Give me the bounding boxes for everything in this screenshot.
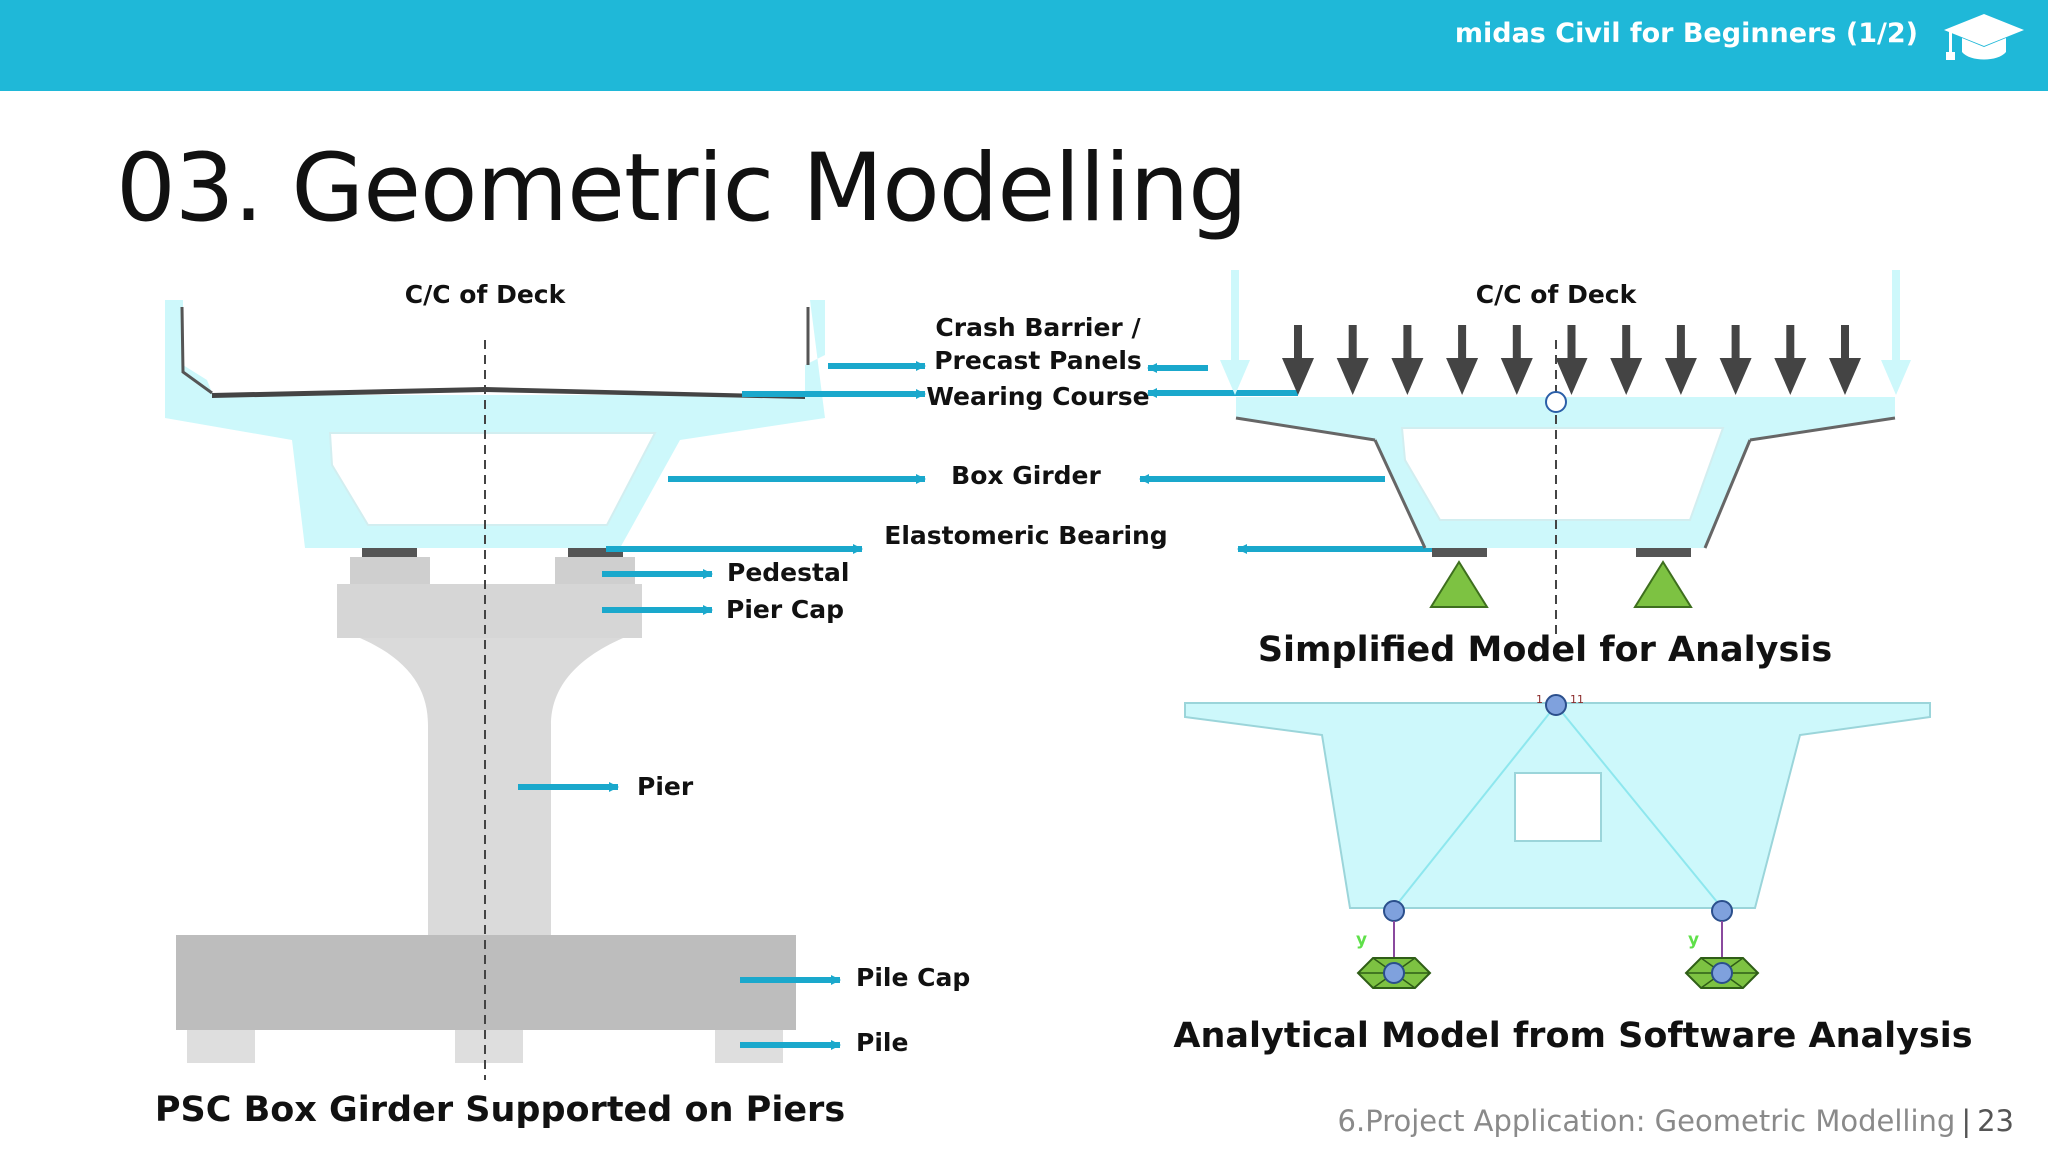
footer: 6.Project Application: Geometric Modelli… xyxy=(1338,1104,2014,1138)
crash-barrier-label: Crash Barrier / xyxy=(935,313,1141,342)
load-arrow xyxy=(1391,325,1424,395)
analytical-supports: y y xyxy=(1356,900,1760,989)
pier-cap xyxy=(337,584,642,638)
load-arrow xyxy=(1336,325,1369,395)
caption-simplified: Simplified Model for Analysis xyxy=(1257,630,1833,670)
pile-cap xyxy=(176,935,796,1030)
svg-text:11: 11 xyxy=(1570,693,1584,706)
load-arrow xyxy=(1774,325,1807,395)
analytical-section: 1 11 xyxy=(1184,693,1931,909)
pier-cap-label: Pier Cap xyxy=(726,595,844,624)
edge-load-arrows xyxy=(1220,270,1911,395)
elastomeric-bearing-left xyxy=(362,548,623,557)
header-title: midas Civil for Beginners (1/2) xyxy=(1454,18,1918,49)
pedestal xyxy=(350,557,635,584)
caption-analytical: Analytical Model from Software Analysis xyxy=(1173,1016,1973,1056)
elastomeric-bearing-label: Elastomeric Bearing xyxy=(884,521,1168,550)
header-bar: midas Civil for Beginners (1/2) xyxy=(0,0,2048,91)
load-arrow xyxy=(1610,325,1643,395)
page-number: 23 xyxy=(1977,1104,2014,1138)
load-arrow xyxy=(1664,325,1697,395)
load-arrow xyxy=(1500,325,1533,395)
pile-label: Pile xyxy=(856,1028,909,1057)
wearing-course-label: Wearing Course xyxy=(926,382,1150,411)
distributed-load-arrows xyxy=(1282,325,1861,395)
elastomeric-bearing-right xyxy=(1432,548,1691,557)
footer-section: 6.Project Application: Geometric Modelli… xyxy=(1337,1104,1956,1138)
pile-cap-label: Pile Cap xyxy=(856,963,971,992)
svg-text:y: y xyxy=(1356,930,1367,950)
box-girder-label: Box Girder xyxy=(951,461,1101,490)
cc-deck-label-right: C/C of Deck xyxy=(1475,280,1637,309)
footer-separator: | xyxy=(1961,1104,1972,1138)
pedestal-label: Pedestal xyxy=(727,558,850,587)
svg-text:y: y xyxy=(1688,930,1699,950)
load-arrow xyxy=(1282,325,1314,395)
caption-left: PSC Box Girder Supported on Piers xyxy=(154,1090,846,1130)
centroid-node xyxy=(1545,391,1567,413)
load-arrow xyxy=(1719,325,1752,395)
callout-arrows xyxy=(518,361,1460,1050)
graduation-cap-icon xyxy=(1944,14,2024,60)
load-arrow xyxy=(1555,325,1588,395)
load-arrow xyxy=(1446,325,1479,395)
precast-panels-label: Precast Panels xyxy=(934,346,1142,375)
svg-text:1: 1 xyxy=(1536,693,1543,706)
cc-deck-label-left: C/C of Deck xyxy=(404,280,566,309)
wearing-course-layer xyxy=(212,387,805,399)
pier xyxy=(360,638,623,935)
pier-label: Pier xyxy=(637,772,694,801)
left-girder-section xyxy=(165,300,825,548)
page-title: 03. Geometric Modelling xyxy=(116,134,1248,243)
load-arrow xyxy=(1829,325,1861,395)
support-triangles xyxy=(1429,560,1693,608)
simplified-girder-section xyxy=(1235,397,1896,549)
